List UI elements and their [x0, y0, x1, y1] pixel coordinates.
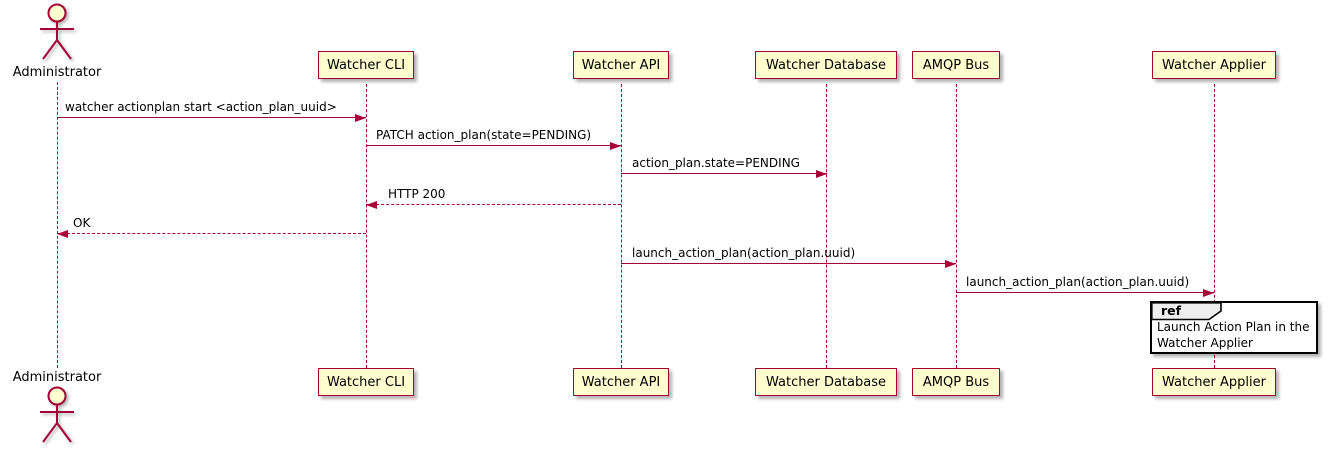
arrowhead-right-icon [816, 170, 827, 178]
message-3: action_plan.state=PENDING [621, 149, 827, 179]
message-2-line [366, 145, 621, 146]
message-4-line [366, 204, 621, 205]
message-1: watcher actionplan start <action_plan_uu… [57, 93, 366, 123]
message-4-label: HTTP 200 [388, 187, 446, 201]
message-7-label: launch_action_plan(action_plan.uuid) [966, 275, 1190, 289]
participant-top-watcher-database: Watcher Database [755, 51, 897, 79]
lifeline-watcher-api [620, 84, 622, 368]
message-3-line [621, 173, 827, 174]
message-5: OK [57, 209, 366, 239]
message-2: PATCH action_plan(state=PENDING) [366, 121, 621, 151]
actor-label-bottom: Administrator [12, 370, 102, 385]
participant-bottom-watcher-api: Watcher API [573, 368, 669, 396]
message-4: HTTP 200 [366, 180, 621, 210]
arrowhead-left-icon [57, 230, 68, 238]
participant-bottom-watcher-cli: Watcher CLI [318, 368, 414, 396]
message-2-label: PATCH action_plan(state=PENDING) [376, 128, 592, 142]
arrowhead-right-icon [610, 142, 621, 150]
arrowhead-left-icon [366, 201, 377, 209]
message-5-label: OK [73, 216, 91, 230]
message-6-label: launch_action_plan(action_plan.uuid) [632, 246, 856, 260]
participant-bottom-watcher-applier: Watcher Applier [1152, 368, 1276, 396]
participant-top-watcher-api: Watcher API [573, 51, 669, 79]
actor-icon-bottom [40, 386, 74, 443]
message-6-line [621, 263, 956, 264]
message-7-line [956, 292, 1214, 293]
message-1-label: watcher actionplan start <action_plan_uu… [65, 100, 337, 114]
lifeline-administrator [56, 82, 58, 368]
participant-bottom-amqp-bus: AMQP Bus [912, 368, 1000, 396]
arrowhead-right-icon [355, 114, 366, 122]
lifeline-watcher-cli [365, 84, 367, 368]
lifeline-watcher-applier [1213, 84, 1215, 368]
message-7: launch_action_plan(action_plan.uuid) [956, 268, 1214, 298]
ref-text-line2: Watcher Applier [1157, 335, 1253, 350]
participant-top-amqp-bus: AMQP Bus [912, 51, 1000, 79]
arrowhead-right-icon [945, 260, 956, 268]
message-5-line [57, 233, 366, 234]
lifeline-amqp-bus [955, 84, 957, 368]
participant-top-watcher-cli: Watcher CLI [318, 51, 414, 79]
actor-icon-top [40, 3, 74, 60]
lifeline-watcher-database [825, 84, 827, 368]
ref-fragment: ref Launch Action Plan in the Watcher Ap… [1150, 301, 1318, 354]
actor-label-top: Administrator [12, 65, 102, 80]
ref-header-pentagon-icon [1151, 302, 1222, 321]
message-3-label: action_plan.state=PENDING [632, 156, 800, 170]
message-6: launch_action_plan(action_plan.uuid) [621, 239, 956, 269]
participant-bottom-watcher-database: Watcher Database [755, 368, 897, 396]
participant-top-watcher-applier: Watcher Applier [1152, 51, 1276, 79]
ref-text-line1: Launch Action Plan in the [1157, 320, 1310, 334]
message-1-line [57, 117, 366, 118]
ref-keyword: ref [1161, 303, 1182, 318]
arrowhead-right-icon [1203, 289, 1214, 297]
